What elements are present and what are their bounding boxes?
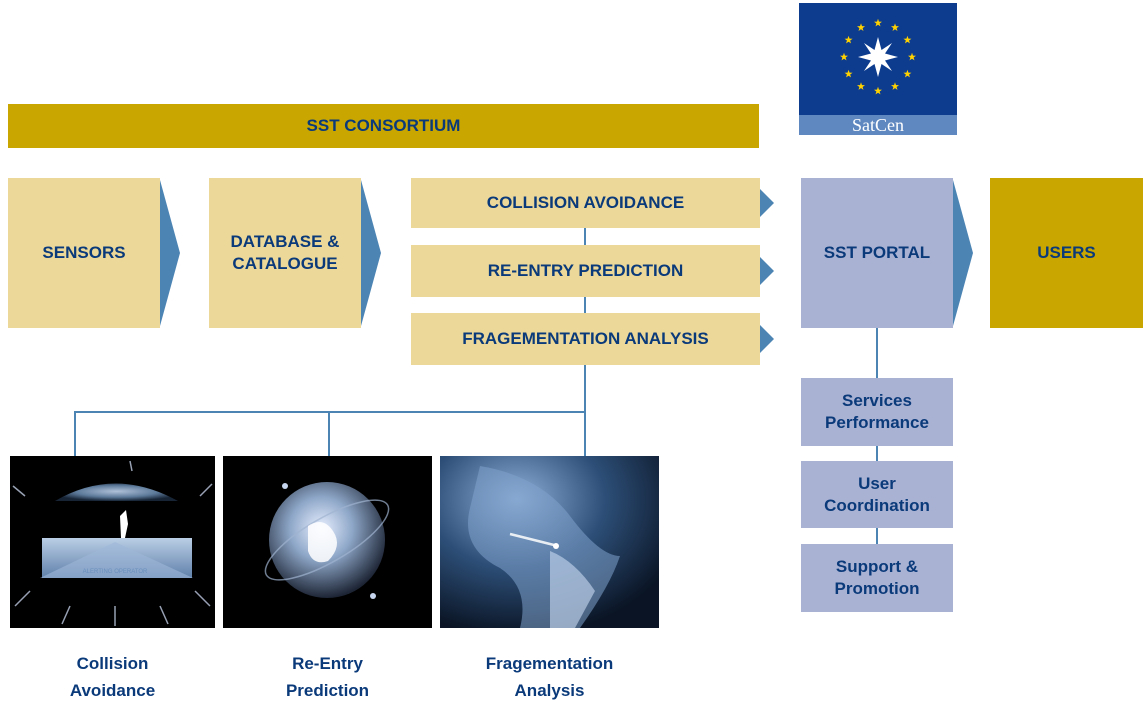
users-box: USERS	[990, 178, 1143, 328]
database-arrow	[361, 180, 381, 326]
image-branch-horizontal	[74, 411, 586, 413]
image-branch-drop-1	[74, 411, 76, 457]
fragmentation-analysis-caption: Fragementation Analysis	[485, 654, 614, 700]
re-entry-prediction-image	[223, 456, 432, 628]
eu-star-icon	[844, 35, 853, 44]
eu-star-icon	[891, 23, 899, 31]
sensors-box: SENSORS	[8, 178, 160, 328]
eu-star-icon	[857, 82, 865, 90]
eu-star-icon	[874, 18, 882, 27]
eu-star-icon	[891, 82, 899, 90]
fragmentation-analysis-image	[440, 456, 659, 628]
sensors-arrow	[160, 180, 180, 326]
image-branch-drop-3	[584, 411, 586, 457]
sst-portal-box: SST PORTAL	[801, 178, 953, 328]
compass-star-icon	[858, 37, 898, 77]
image-branch-drop-2	[328, 411, 330, 457]
services-performance-box: Services Performance	[801, 378, 953, 446]
eu-star-icon	[844, 69, 853, 78]
re-entry-prediction-arrow	[760, 257, 774, 285]
fragmentation-analysis-box: FRAGEMENTATION ANALYSIS	[411, 313, 760, 365]
re-entry-prediction-box: RE-ENTRY PREDICTION	[411, 245, 760, 297]
satcen-logo-text: SatCen	[799, 115, 957, 135]
satcen-logo: SatCen	[799, 3, 957, 135]
eu-star-icon	[857, 23, 865, 31]
consortium-bar: SST CONSORTIUM	[8, 104, 759, 148]
eu-star-icon	[903, 35, 912, 44]
eu-star-icon	[908, 52, 916, 61]
eu-star-icon	[903, 69, 912, 78]
eu-stars-icon	[840, 18, 916, 95]
collision-avoidance-caption: Collision Avoidance	[69, 654, 156, 700]
eu-star-icon	[840, 52, 848, 61]
user-coordination-box: User Coordination	[801, 461, 953, 528]
re-entry-prediction-caption: Re-Entry Prediction	[285, 654, 370, 700]
eu-star-icon	[874, 86, 882, 95]
collision-avoidance-box: COLLISION AVOIDANCE	[411, 178, 760, 228]
fragmentation-analysis-arrow	[760, 325, 774, 353]
collision-avoidance-arrow	[760, 189, 774, 217]
support-promotion-box: Support & Promotion	[801, 544, 953, 612]
alerting-operator-text: ALERTING OPERATOR	[83, 569, 148, 575]
collision-avoidance-image: ALERTING OPERATOR	[10, 456, 215, 628]
database-catalogue-box: DATABASE & CATALOGUE	[209, 178, 361, 328]
portal-arrow	[953, 180, 973, 326]
